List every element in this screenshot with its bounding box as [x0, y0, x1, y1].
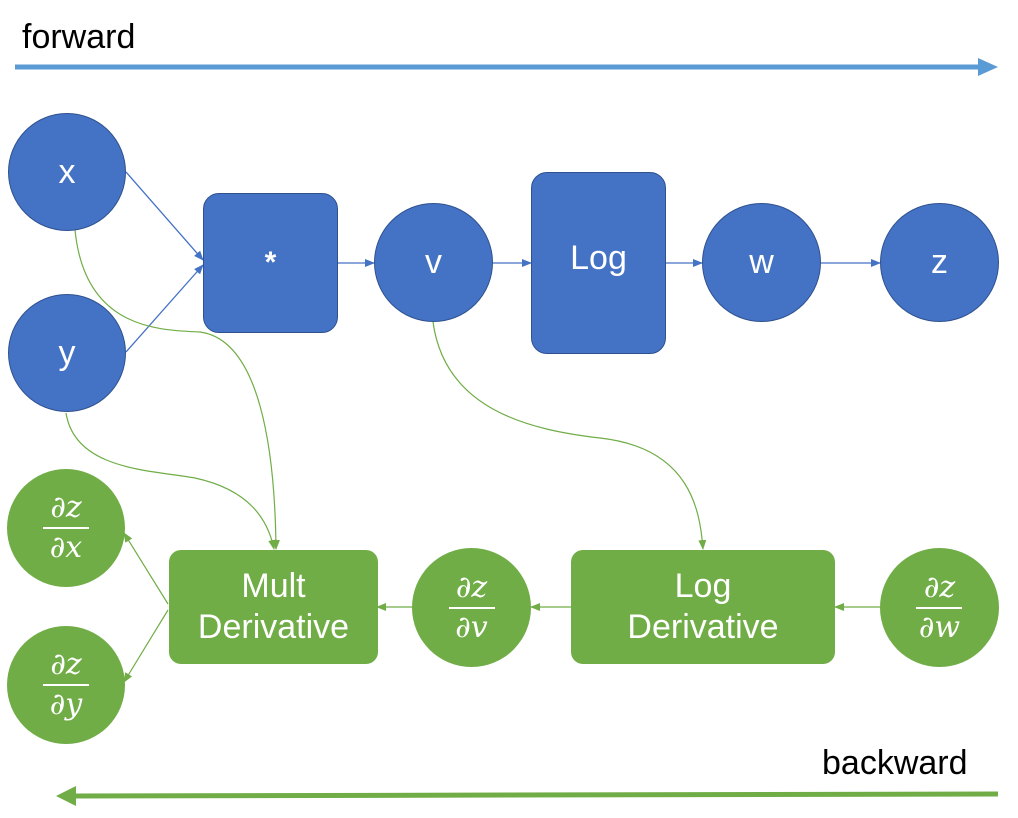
node-z: z	[880, 203, 999, 322]
node-w-label: w	[749, 243, 774, 282]
mult-op-label: *	[264, 246, 277, 279]
node-v-label: v	[425, 243, 442, 282]
backward-label: backward	[822, 744, 968, 782]
node-log-op: Log	[531, 172, 666, 354]
node-y: y	[8, 294, 126, 412]
edge-v-to-log-derivative	[432, 321, 707, 550]
dz-dy-fraction: ∂z ∂y	[43, 650, 89, 720]
dz-dy-denominator: ∂y	[49, 687, 83, 722]
dz-dy-fraction-bar	[43, 684, 89, 686]
edge-y-to-mult-derivative	[65, 412, 277, 550]
dz-dx-fraction: ∂z ∂x	[43, 493, 89, 563]
dz-dw-numerator: ∂z	[923, 569, 956, 605]
dz-dv-denominator: ∂v	[455, 609, 488, 645]
node-x-label: x	[58, 152, 76, 191]
edge-y-to-mult	[125, 264, 204, 353]
dz-dv-numerator: ∂z	[455, 569, 488, 605]
node-y-label: y	[58, 333, 76, 372]
node-z-label: z	[931, 243, 948, 282]
dz-dw-fraction: ∂z ∂w	[915, 569, 964, 645]
node-mult-derivative: Mult Derivative	[169, 550, 378, 664]
node-w: w	[702, 203, 821, 322]
dz-dw-fraction-bar	[916, 606, 963, 609]
dz-dx-denominator: ∂x	[49, 530, 83, 565]
node-log-derivative: Log Derivative	[571, 550, 835, 664]
dz-dv-fraction-bar	[448, 606, 495, 609]
forward-label: forward	[22, 18, 136, 56]
backward-direction-arrow	[73, 791, 999, 799]
node-dz-dv: ∂z ∂v	[412, 548, 531, 667]
node-dz-dx: ∂z ∂x	[7, 469, 125, 587]
dz-dw-denominator: ∂w	[918, 609, 961, 645]
node-x: x	[8, 113, 126, 231]
node-dz-dw: ∂z ∂w	[880, 548, 999, 667]
edge-mult-derivative-to-dzdx	[123, 532, 169, 605]
node-mult-op: *	[203, 193, 338, 333]
edge-x-to-mult	[125, 171, 204, 261]
mult-derivative-label: Mult Derivative	[197, 567, 350, 646]
log-derivative-label: Log Derivative	[627, 567, 779, 646]
dz-dv-fraction: ∂z ∂v	[448, 569, 495, 645]
node-v: v	[374, 203, 493, 322]
edge-mult-derivative-to-dzdy	[123, 609, 169, 683]
edge-x-to-mult-derivative	[74, 229, 280, 550]
dz-dy-numerator: ∂z	[50, 647, 82, 682]
backward-direction-arrowhead	[56, 786, 76, 806]
dz-dx-fraction-bar	[43, 527, 89, 529]
log-op-label: Log	[570, 238, 627, 277]
forward-direction-arrowhead	[978, 58, 998, 76]
node-dz-dy: ∂z ∂y	[7, 626, 125, 744]
dz-dx-numerator: ∂z	[50, 490, 82, 525]
